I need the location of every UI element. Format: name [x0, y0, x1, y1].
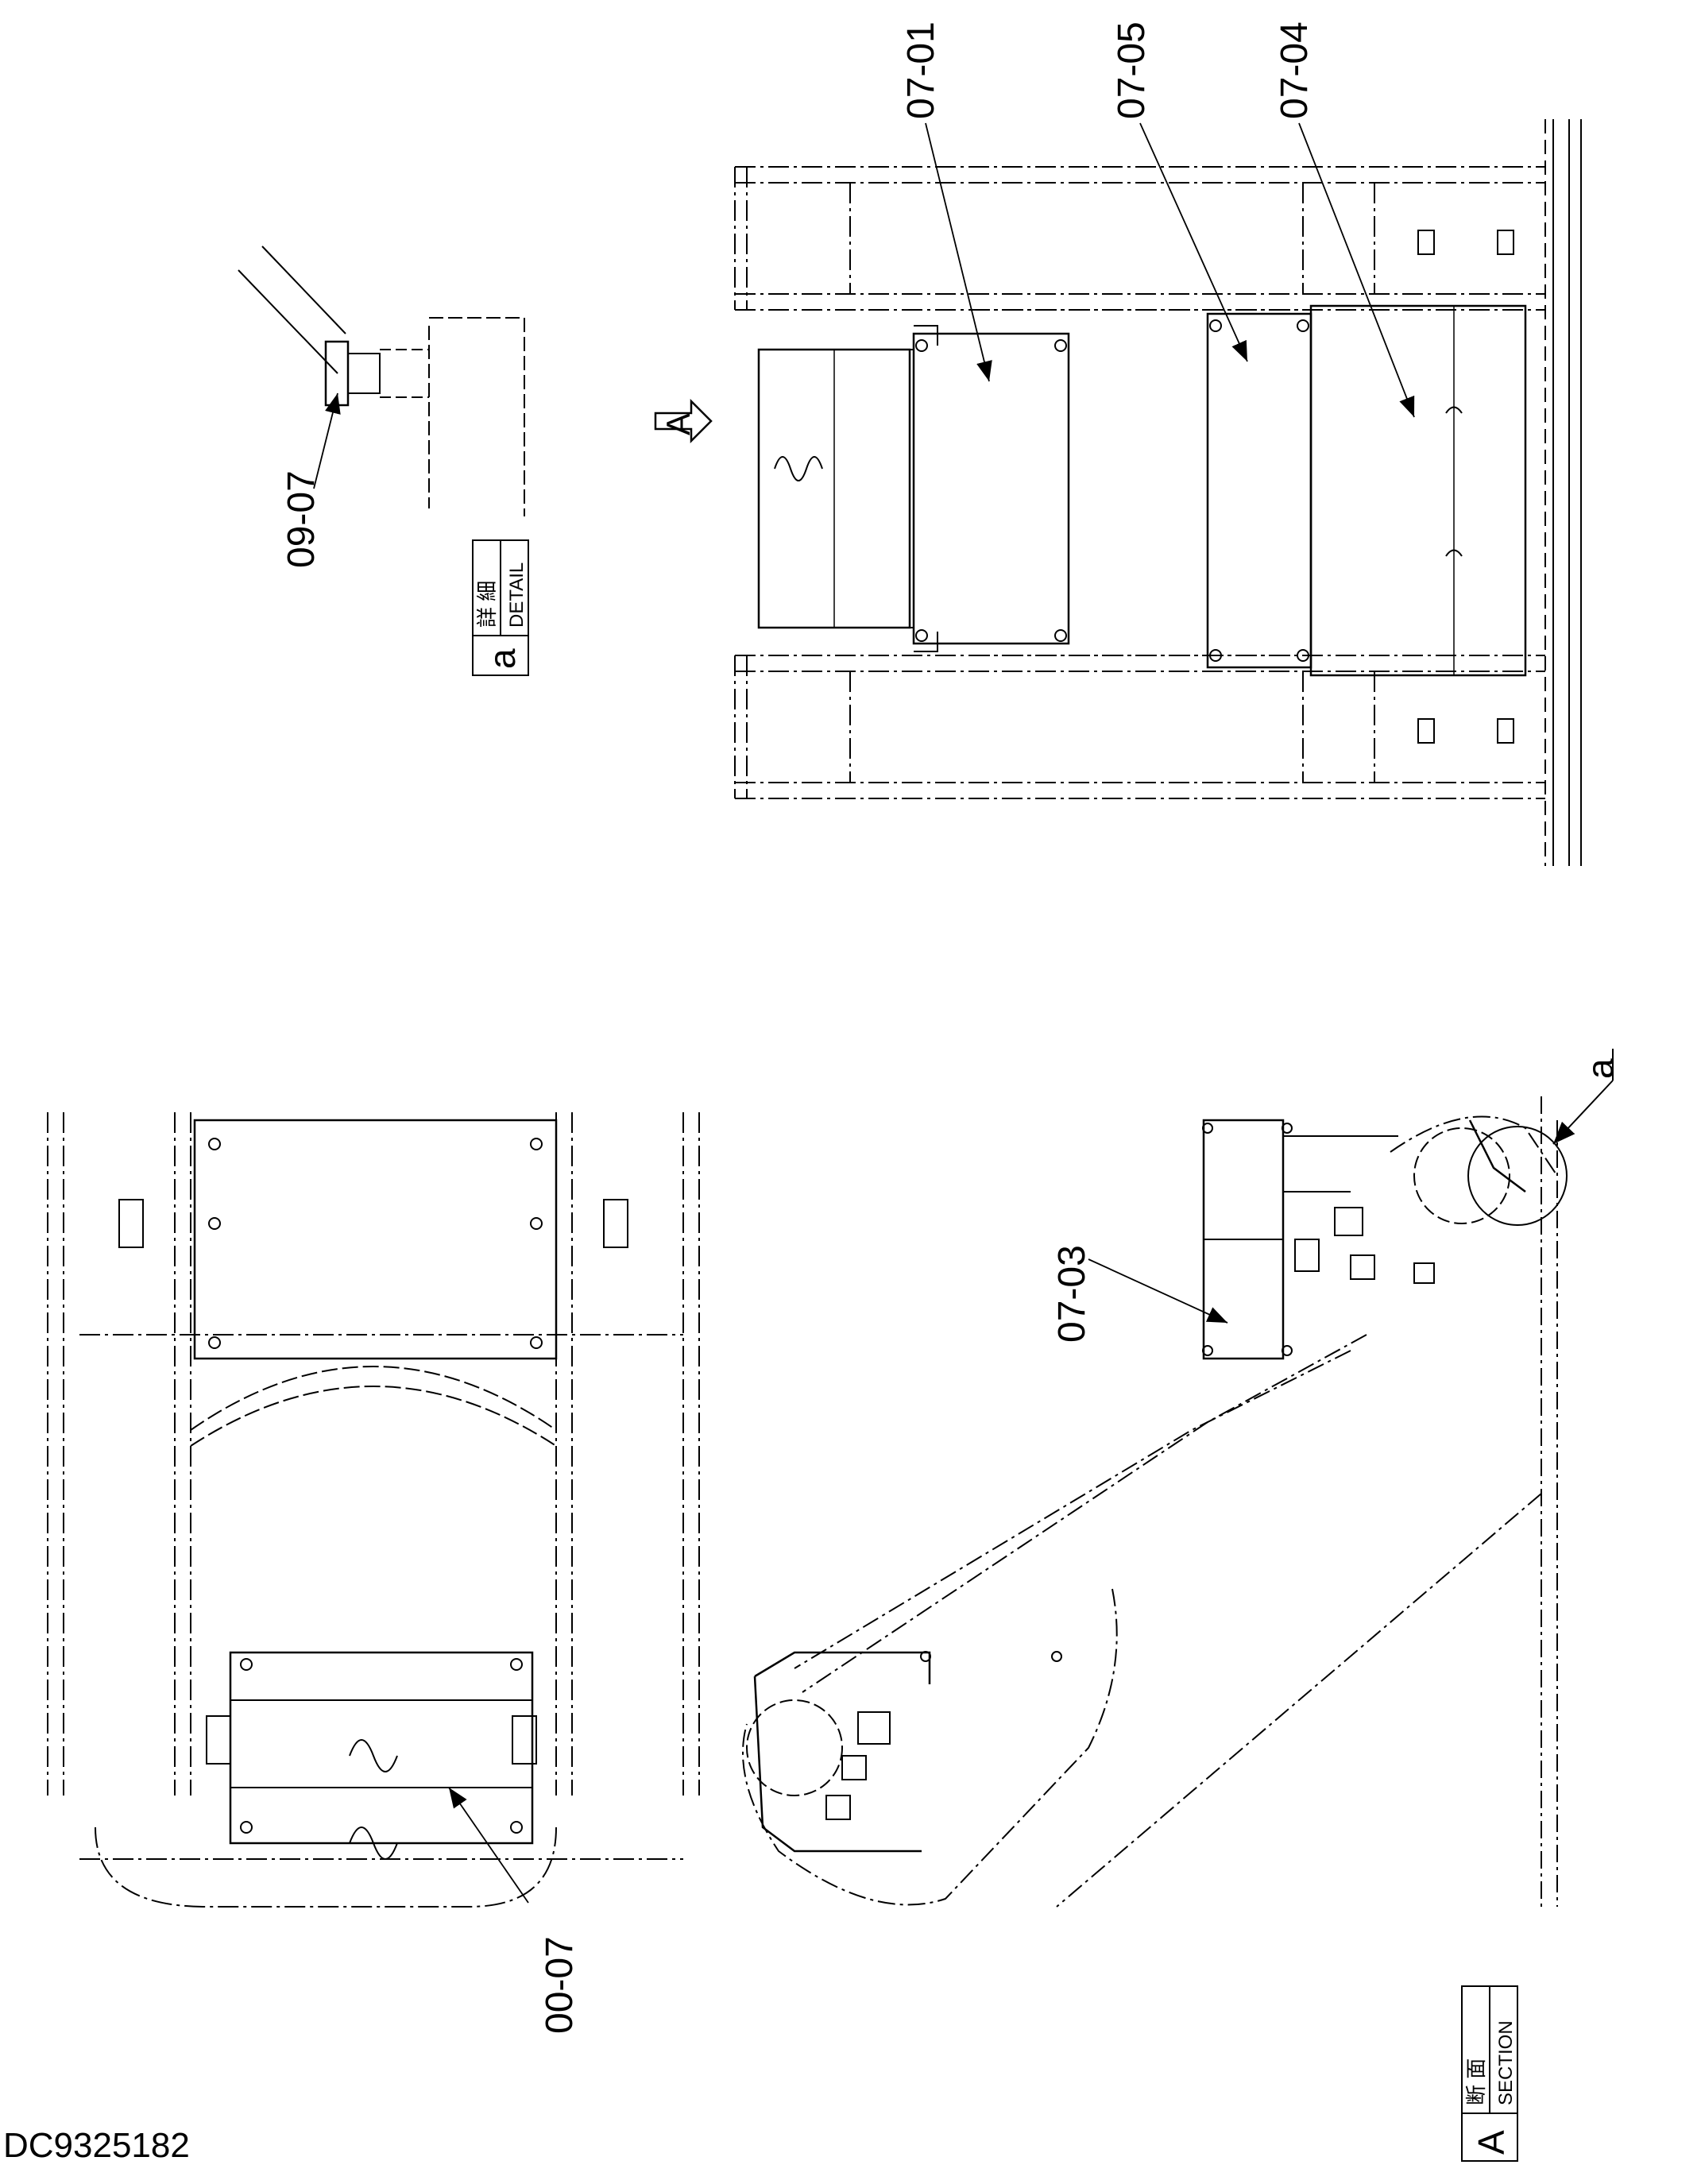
detail-title-ref: a: [481, 648, 523, 669]
detail-callout-label: a: [1579, 1058, 1621, 1079]
section-view-arrow: [654, 398, 713, 444]
detail-title-en: DETAIL: [506, 562, 528, 628]
part-label-09-07: 09-07: [280, 470, 323, 568]
detail-title-box: [472, 539, 529, 676]
detail-title-jp: 詳 細: [475, 581, 499, 628]
frame-bottom-view: [47, 1112, 700, 1908]
detail-callout-circle: [1467, 1049, 1614, 1226]
part-label-07-04: 07-04: [1274, 21, 1316, 119]
leader-lines: [313, 122, 1415, 1904]
frame-top-view: [734, 119, 1582, 866]
section-title-box: [1461, 1985, 1518, 2162]
section-title-en: SECTION: [1495, 2020, 1517, 2105]
section-title-ref: A: [1471, 2130, 1512, 2155]
section-a-view: [742, 1096, 1558, 1908]
part-label-07-01: 07-01: [900, 21, 942, 119]
drawing-id: DC9325182: [3, 2126, 190, 2165]
part-label-07-05: 07-05: [1111, 21, 1153, 119]
section-title-jp: 断 面: [1464, 2058, 1488, 2105]
part-label-00-07: 00-07: [539, 1936, 581, 2034]
section-view-marker: A: [659, 413, 697, 435]
part-label-07-03: 07-03: [1051, 1245, 1093, 1343]
